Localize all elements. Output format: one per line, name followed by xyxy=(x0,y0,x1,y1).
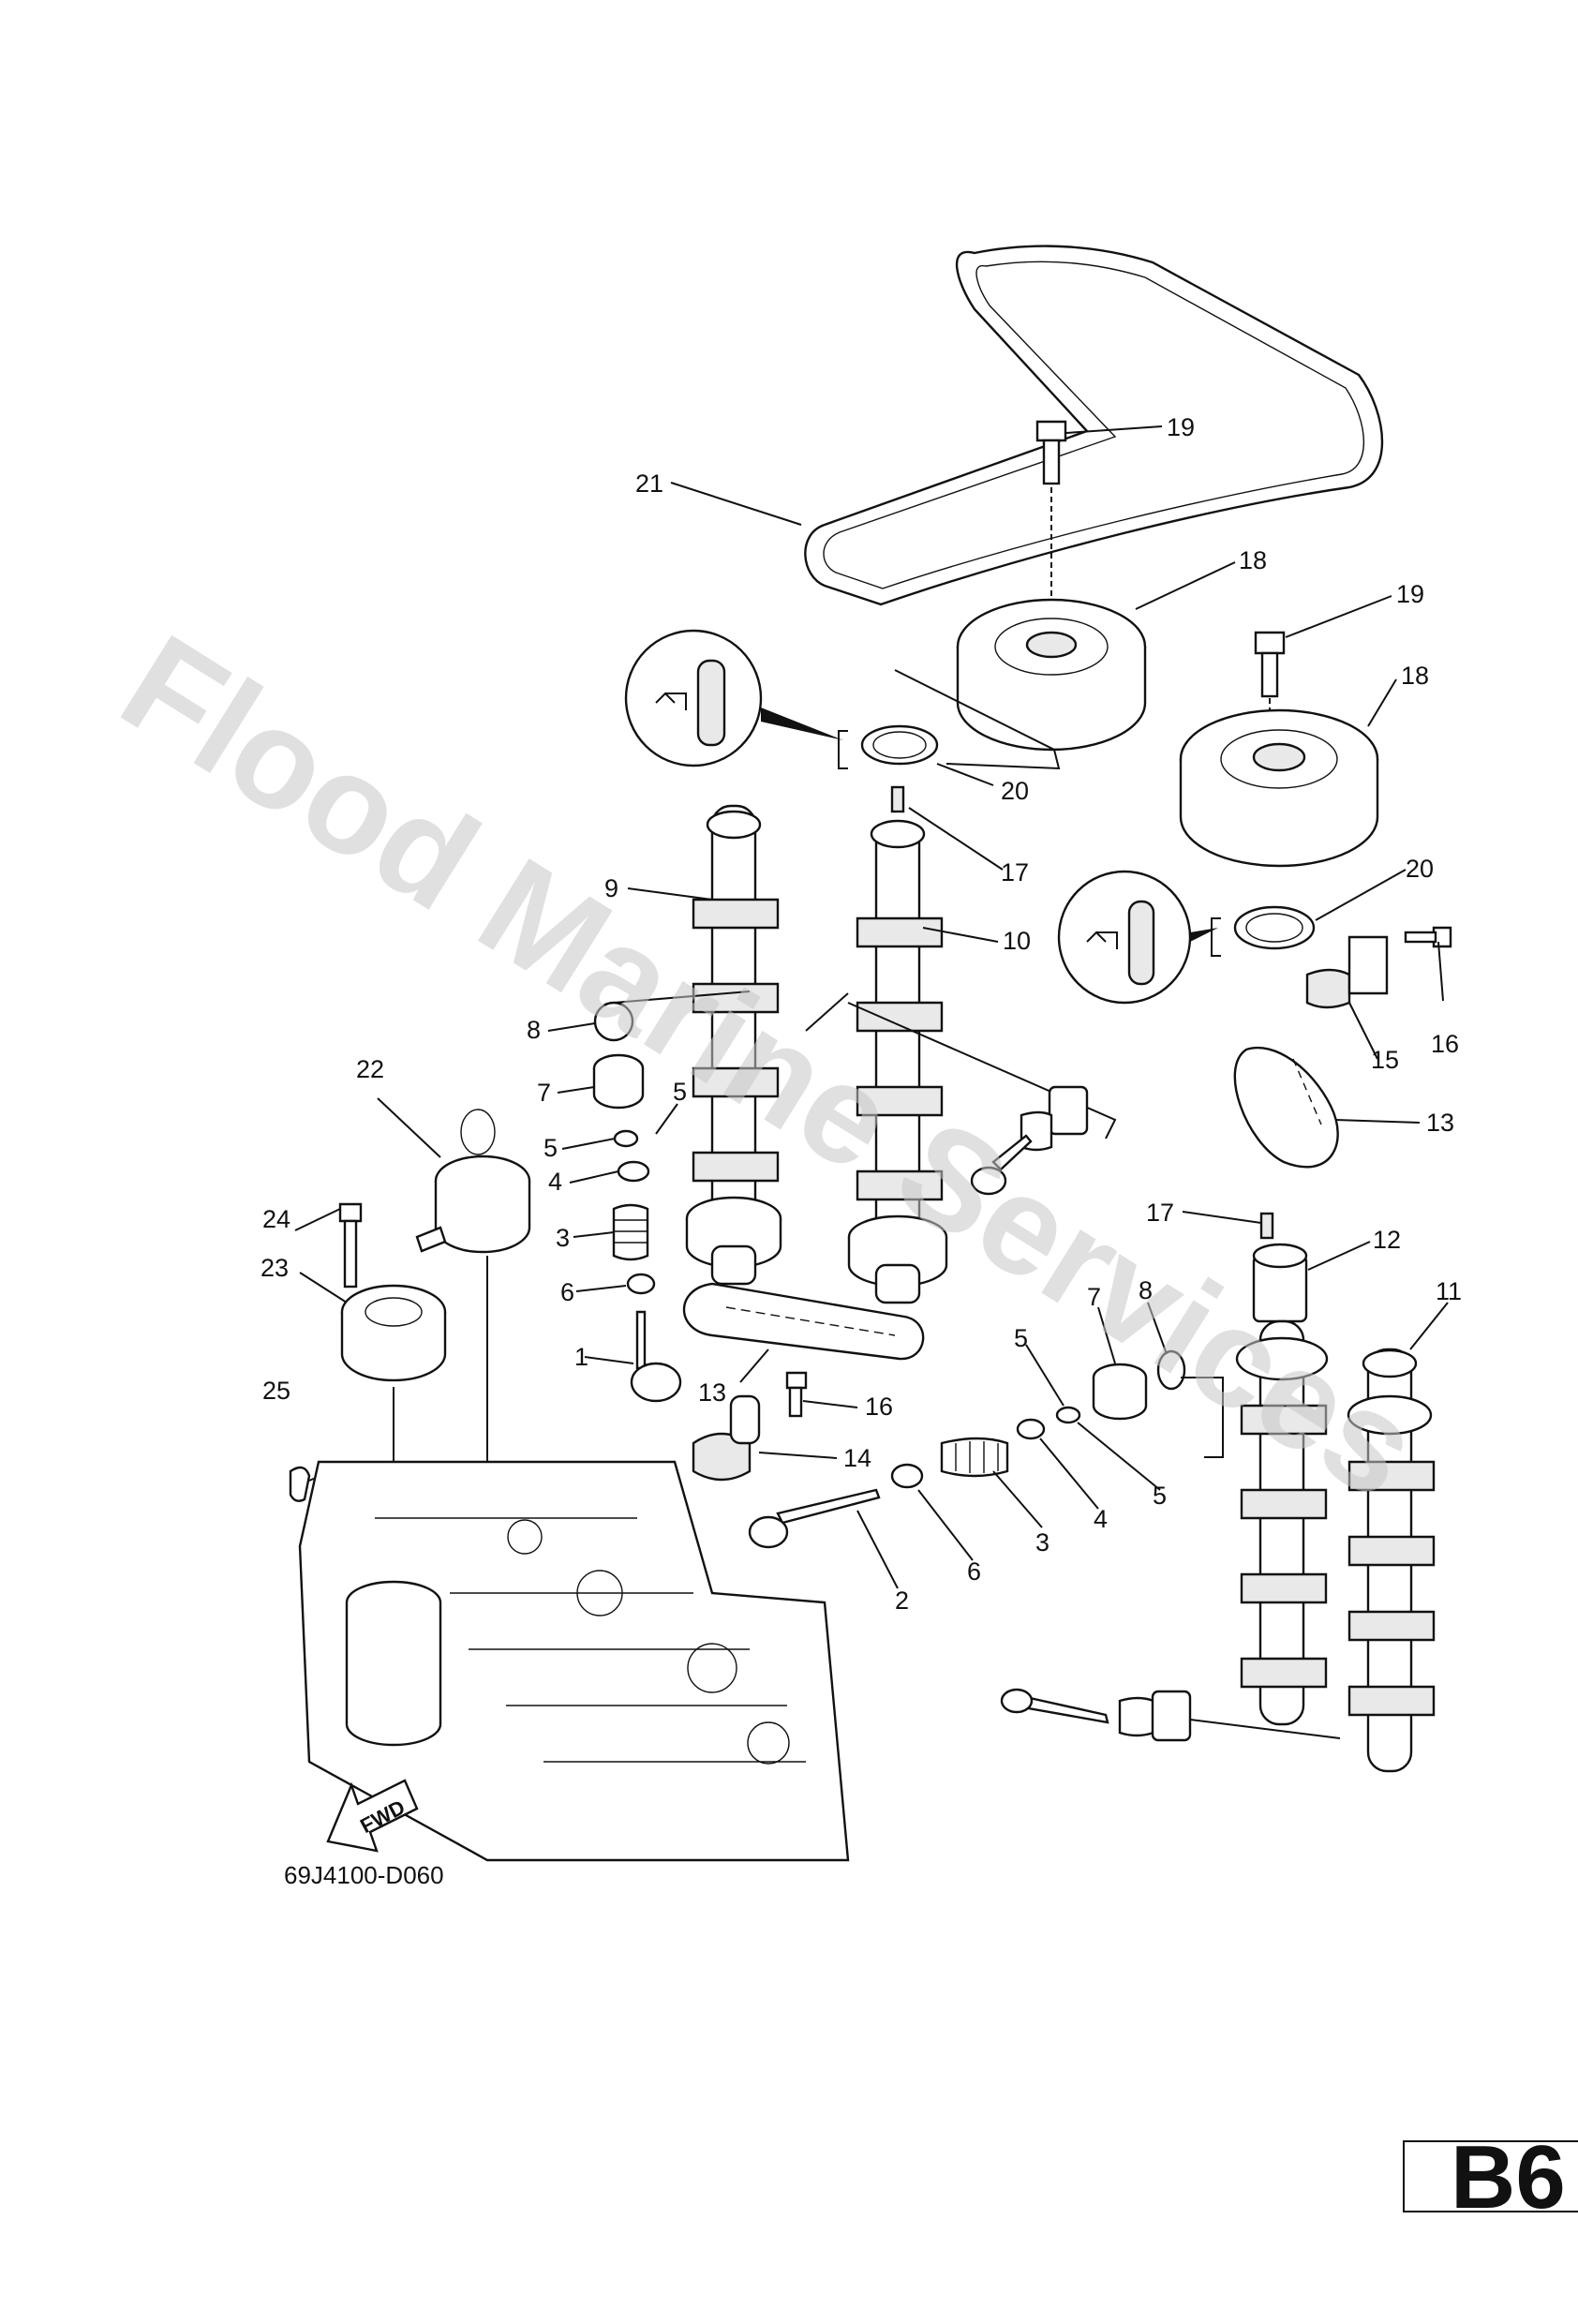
camshaft-12 xyxy=(1235,1212,1329,1726)
callout-2: 2 xyxy=(895,1587,909,1615)
callout-3: 3 xyxy=(1035,1528,1050,1557)
cam-sprocket-18-upper xyxy=(956,598,1147,752)
cam-sprocket-18-lower xyxy=(1179,708,1379,868)
valve-assembly-lower-right xyxy=(1000,1688,1341,1742)
callout-16: 16 xyxy=(865,1393,893,1421)
camshaft-9 xyxy=(685,804,782,1286)
timing-belt xyxy=(804,245,1384,606)
callout-5: 5 xyxy=(1014,1324,1028,1352)
tensioner-15 xyxy=(1305,935,1389,1009)
drawing-code: 69J4100-D060 xyxy=(284,1861,444,1889)
oil-seal-20-right xyxy=(1057,870,1316,1005)
callout-5: 5 xyxy=(543,1134,558,1162)
callout-15: 15 xyxy=(1371,1046,1399,1074)
valve-train-right xyxy=(748,1349,1224,1549)
callout-17: 17 xyxy=(1001,858,1029,886)
oil-seal-20-left xyxy=(624,629,1061,770)
belt-tensioner-22 xyxy=(415,1109,531,1687)
camshaft-10 xyxy=(805,785,1117,1304)
callout-17: 17 xyxy=(1146,1199,1174,1227)
bolt-24 xyxy=(338,1202,363,1289)
callout-22: 22 xyxy=(356,1055,384,1083)
bolt-16-left xyxy=(785,1371,808,1418)
callout-1: 1 xyxy=(574,1343,588,1371)
page-code-box: B6 xyxy=(1403,2127,1578,2227)
bolt-16-right xyxy=(1404,926,1452,948)
callouts: 21 19 18 19 18 20 17 9 10 20 16 15 8 7 5… xyxy=(261,413,1462,1615)
callout-6: 6 xyxy=(967,1557,981,1586)
callout-20: 20 xyxy=(1406,855,1434,883)
tensioner-14 xyxy=(692,1394,761,1482)
callout-19: 19 xyxy=(1167,413,1195,441)
callout-4: 4 xyxy=(548,1168,562,1196)
callout-8: 8 xyxy=(527,1016,541,1044)
callout-4: 4 xyxy=(1094,1505,1108,1533)
callout-18: 18 xyxy=(1401,662,1429,690)
callout-25: 25 xyxy=(262,1377,290,1405)
callout-6: 6 xyxy=(560,1278,574,1306)
callout-7: 7 xyxy=(537,1079,551,1107)
callout-5: 5 xyxy=(673,1078,687,1106)
valve-assembly-upper-middle xyxy=(970,1085,1089,1196)
callout-16: 16 xyxy=(1431,1030,1459,1058)
camshaft-11 xyxy=(1347,1348,1436,1773)
valve-train-left xyxy=(592,991,751,1403)
timing-chain-13-left xyxy=(682,1282,925,1361)
callout-9: 9 xyxy=(604,874,618,902)
timing-chain-13-right xyxy=(1233,1046,1339,1169)
callout-11: 11 xyxy=(1436,1277,1462,1305)
callout-10: 10 xyxy=(1003,927,1031,955)
callout-5: 5 xyxy=(1153,1482,1167,1510)
callout-19: 19 xyxy=(1396,580,1424,608)
callout-13: 13 xyxy=(698,1378,726,1407)
callout-18: 18 xyxy=(1239,546,1267,574)
callout-13: 13 xyxy=(1426,1109,1454,1137)
crank-sprocket-23 xyxy=(340,1284,447,1640)
callout-20: 20 xyxy=(1001,777,1029,805)
callout-23: 23 xyxy=(261,1254,289,1282)
page-code: B6 xyxy=(1451,2127,1566,2227)
leader-lines xyxy=(294,425,1449,1589)
callout-3: 3 xyxy=(556,1224,570,1252)
callout-21: 21 xyxy=(635,469,663,498)
bolt-19-upper xyxy=(1035,420,1067,618)
cylinder-head xyxy=(298,1460,850,1862)
callout-7: 7 xyxy=(1087,1283,1101,1311)
callout-8: 8 xyxy=(1139,1276,1153,1304)
callout-24: 24 xyxy=(262,1205,290,1233)
callout-14: 14 xyxy=(843,1444,871,1472)
callout-12: 12 xyxy=(1373,1226,1401,1254)
